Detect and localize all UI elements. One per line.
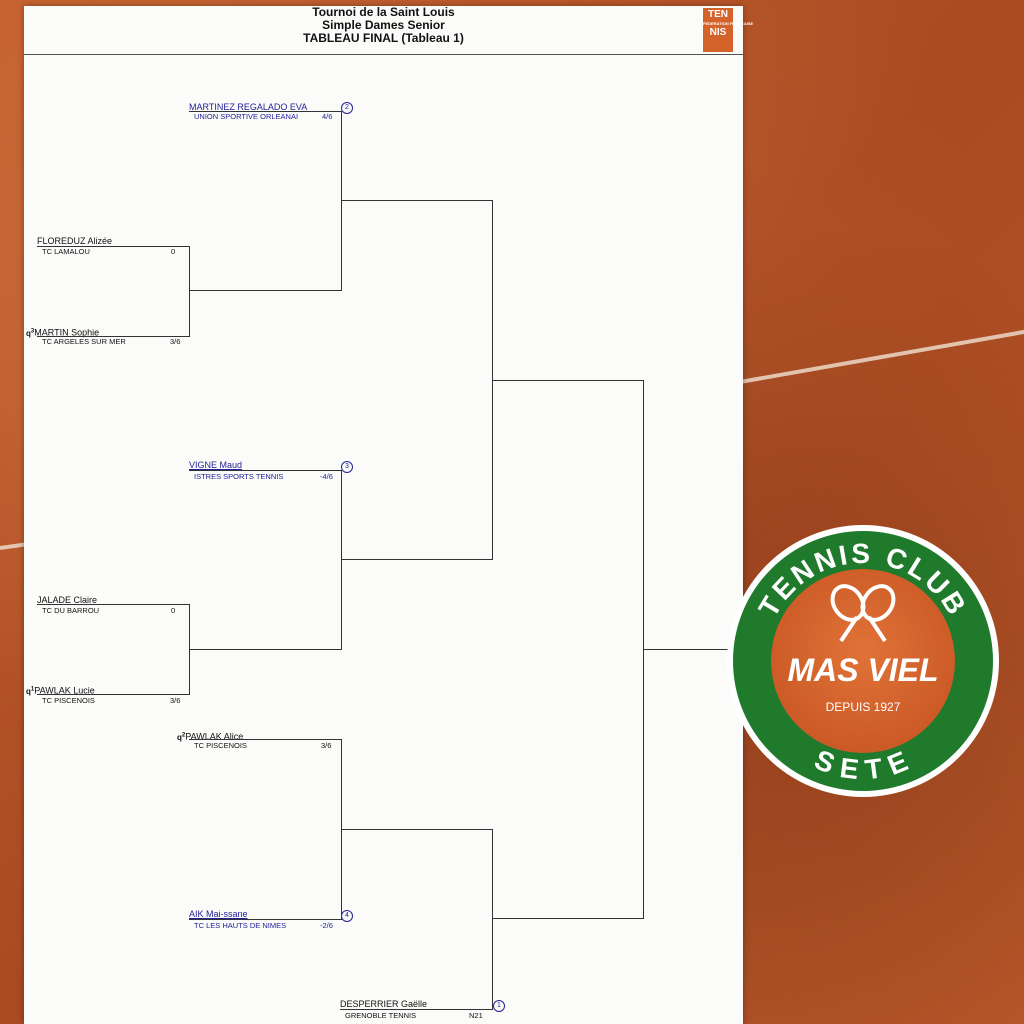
player-score: 0 [171,606,176,615]
crossed-rackets-icon [830,584,896,643]
bracket-line [189,290,341,291]
bracket-line [189,470,341,471]
bracket-line [37,604,189,605]
player-name[interactable]: VIGNE Maud [189,460,243,470]
player-name[interactable]: q2PAWLAK Alice [177,731,244,742]
badge-center [771,569,955,753]
draw-title: TABLEAU FINAL (Tableau 1) [303,31,464,45]
bracket-line [189,649,341,650]
club-badge: TENNIS CLUB SETE MAS VIEL DEPUIS 1927 [727,525,999,797]
bracket-line [189,246,190,337]
player-name[interactable]: FLOREDUZ Alizée [37,236,113,246]
player-name[interactable]: MARTINEZ REGALADO EVA [189,102,308,112]
player-club: TC LAMALOU [42,247,90,256]
player-club: GRENOBLE TENNIS [345,1011,417,1020]
draw-header: Tournoi de la Saint Louis Simple Dames S… [24,5,753,55]
event-title: Simple Dames Senior [322,18,445,32]
bracket-line [37,246,189,247]
player-name[interactable]: DESPERRIER Gaëlle [340,999,428,1009]
bracket-line [643,649,743,650]
badge-since: DEPUIS 1927 [826,700,901,714]
seed-badge: 4 [341,910,353,922]
bracket-line [492,918,643,919]
qualifier-mark: q2 [177,732,186,742]
player-club: TC PISCENOIS [42,696,95,705]
player-score: -4/6 [320,472,333,481]
qualifier-mark: q3 [26,328,35,338]
player-score: N21 [469,1011,483,1020]
draw-sheet: Tournoi de la Saint Louis Simple Dames S… [24,5,753,1024]
player-name[interactable]: JALADE Claire [37,595,98,605]
qualifier-mark: q1 [26,686,35,696]
bracket-line [37,336,189,337]
player-score: 3/6 [321,741,332,750]
player-club: TC PISCENOIS [194,741,247,750]
bracket-line [341,470,342,650]
player-score: 3/6 [170,337,181,346]
bracket-line [341,559,492,560]
player-score: 0 [171,247,176,256]
player-name[interactable]: q3MARTIN Sophie [26,327,100,338]
seed-badge: 1 [493,1000,505,1012]
bracket-line [492,829,493,1010]
seed-badge: 3 [341,461,353,473]
bracket-line [189,919,341,920]
player-club: ISTRES SPORTS TENNIS [194,472,284,481]
player-club: TC LES HAUTS DE NIMES [194,921,287,930]
player-club: TC DU BARROU [42,606,100,615]
player-score: 4/6 [322,112,333,121]
bracket-line [37,694,189,695]
bracket-line [341,200,492,201]
bracket-line [189,739,341,740]
player-name[interactable]: AIK Mai-ssane [189,909,248,919]
player-club: UNION SPORTIVE ORLEANAI [194,112,299,121]
bracket-line [189,111,341,112]
fft-logo: TEN FEDERATION FRANCAISE NIS [703,8,753,52]
player-score: -2/6 [320,921,333,930]
tournament-title: Tournoi de la Saint Louis [312,5,455,19]
bracket-line [341,829,492,830]
bracket-line [341,111,342,291]
seed-badge: 2 [341,102,353,114]
player-name[interactable]: q1PAWLAK Lucie [26,685,95,696]
badge-club-name: MAS VIEL [787,652,938,688]
player-club: TC ARGELES SUR MER [42,337,126,346]
player-score: 3/6 [170,696,181,705]
bracket-line [340,1009,492,1010]
bracket-line [492,380,643,381]
